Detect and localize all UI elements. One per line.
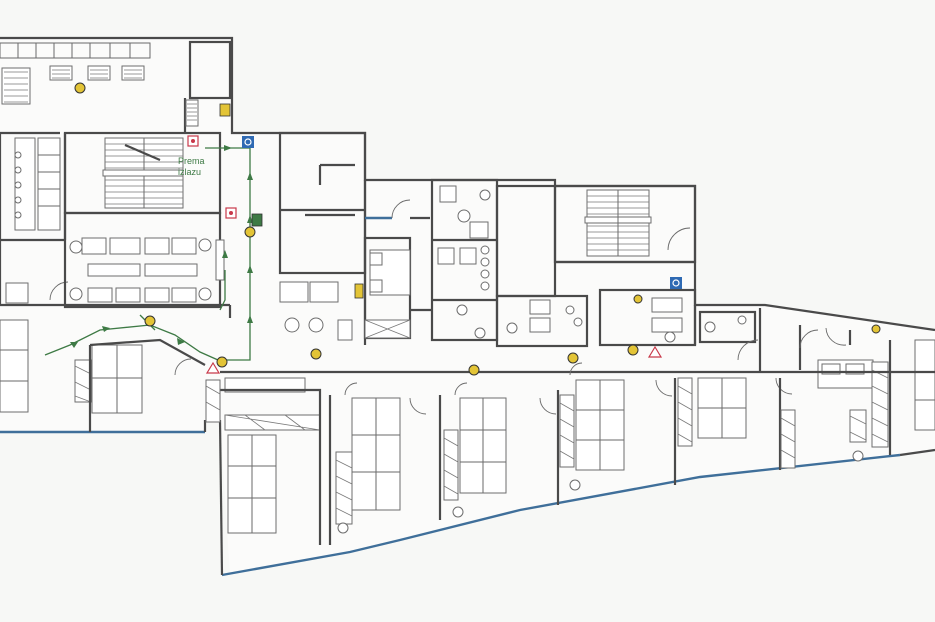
kitchen-area [0,133,232,318]
main-corridor [220,370,935,431]
right-wing-rooms [693,305,935,462]
extinguisher-icon [144,315,156,327]
evacuation-label-line2: izlazu [178,167,202,177]
exit-icon [251,213,263,227]
exit-icon [219,103,231,117]
extinguisher-icon [216,356,228,368]
bottom-offices [220,362,796,545]
extinguisher-icon [74,82,86,94]
corridor-offices [278,131,432,345]
warning-triangle-icon [205,361,221,374]
extinguisher-icon [627,344,639,356]
extinguisher-icon [633,294,643,304]
exit-icons [219,103,364,299]
window-south [221,453,901,577]
extinguisher-icon [567,352,579,364]
warning-triangle-icon [647,345,663,358]
wheelchair-icon [670,277,682,289]
extinguisher-icons [74,82,881,376]
extinguisher-icon [871,324,881,334]
extinguisher-icon [244,226,256,238]
alarm-icons [187,135,237,219]
left-offices [0,319,221,432]
central-stair-lounge [63,131,225,309]
sanitary-block [430,178,589,348]
right-stair [553,184,697,347]
exit-icon [354,283,364,299]
wheelchair-icon [242,136,254,148]
warning-triangle-icons [205,345,663,374]
evacuation-direction-label: Prema izlazu [178,156,205,178]
service-area [0,40,232,135]
evacuation-label-line1: Prema [178,156,205,166]
extinguisher-icon [468,364,480,376]
wheelchair-icons [242,136,682,289]
extinguisher-icon [310,348,322,360]
